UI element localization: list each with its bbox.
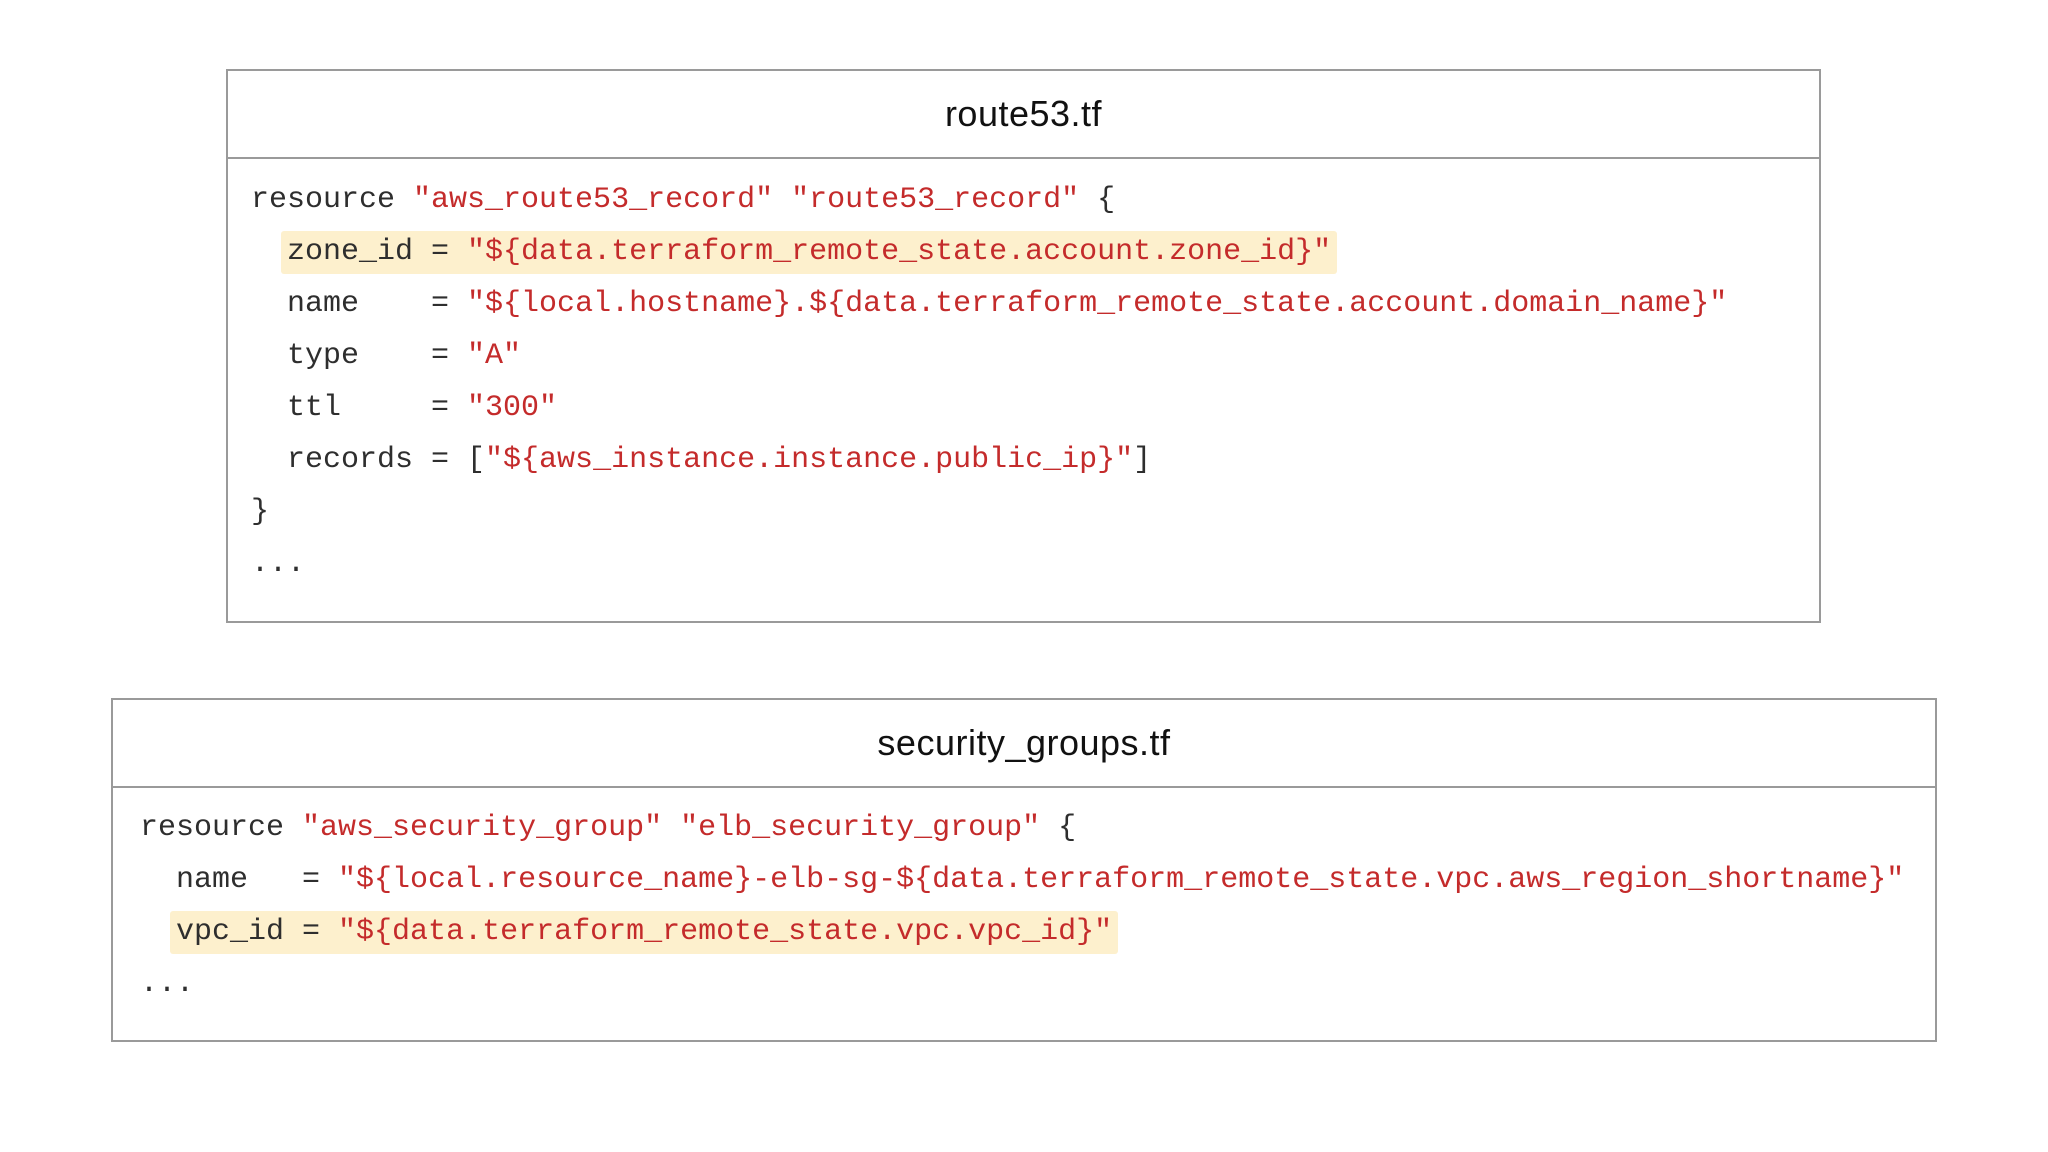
code-line: type = "A" — [251, 330, 1799, 382]
code-plain-token: name = — [140, 863, 339, 897]
file-card-title-security-groups: security_groups.tf — [113, 700, 1935, 788]
code-plain-token — [662, 811, 680, 845]
code-block-security-groups: resource "aws_security_group" "elb_secur… — [113, 788, 1935, 1010]
code-plain-token: name = — [251, 287, 468, 321]
code-plain-token: records = [ — [251, 443, 486, 477]
code-string-token: "${local.hostname}.${data.terraform_remo… — [467, 287, 1728, 321]
code-string-token: "${aws_instance.instance.public_ip}" — [485, 443, 1134, 477]
code-plain-token: ... — [140, 967, 195, 1001]
code-plain-token: resource — [140, 811, 303, 845]
code-line: } — [251, 486, 1799, 538]
code-line: ttl = "300" — [251, 382, 1799, 434]
code-plain-token: { — [1040, 811, 1077, 845]
code-string-token: "aws_route53_record" — [413, 183, 774, 217]
code-line: ... — [140, 958, 1915, 1010]
code-string-token: "${data.terraform_remote_state.account.z… — [467, 235, 1332, 269]
code-line: ... — [251, 538, 1799, 590]
code-string-token: "${data.terraform_remote_state.vpc.vpc_i… — [338, 915, 1113, 949]
code-line: name = "${local.resource_name}-elb-sg-${… — [140, 854, 1915, 906]
file-card-title-route53: route53.tf — [228, 71, 1819, 159]
code-plain-token: type = — [251, 339, 468, 373]
code-plain-token: ... — [251, 547, 306, 581]
code-plain-token: vpc_id = — [176, 915, 339, 949]
code-string-token: "${local.resource_name}-elb-sg-${data.te… — [338, 863, 1905, 897]
code-block-route53: resource "aws_route53_record" "route53_r… — [228, 159, 1819, 590]
code-plain-token: } — [251, 495, 270, 529]
code-highlight: zone_id = "${data.terraform_remote_state… — [281, 231, 1338, 274]
code-plain-token — [773, 183, 791, 217]
code-string-token: "route53_record" — [791, 183, 1080, 217]
code-plain-token: ttl = — [251, 391, 468, 425]
code-plain-token: zone_id = — [287, 235, 468, 269]
code-string-token: "300" — [467, 391, 558, 425]
file-card-route53: route53.tf resource "aws_route53_record"… — [226, 69, 1821, 623]
code-line: records = ["${aws_instance.instance.publ… — [251, 434, 1799, 486]
code-line: resource "aws_route53_record" "route53_r… — [251, 174, 1799, 226]
code-plain-token: ] — [1133, 443, 1152, 477]
file-card-security-groups: security_groups.tf resource "aws_securit… — [111, 698, 1937, 1042]
code-string-token: "elb_security_group" — [680, 811, 1041, 845]
code-line: vpc_id = "${data.terraform_remote_state.… — [140, 906, 1915, 958]
code-string-token: "A" — [467, 339, 522, 373]
code-line: zone_id = "${data.terraform_remote_state… — [251, 226, 1799, 278]
code-line: name = "${local.hostname}.${data.terrafo… — [251, 278, 1799, 330]
code-string-token: "aws_security_group" — [302, 811, 663, 845]
code-plain-token: resource — [251, 183, 414, 217]
code-highlight: vpc_id = "${data.terraform_remote_state.… — [170, 911, 1119, 954]
code-line: resource "aws_security_group" "elb_secur… — [140, 802, 1915, 854]
code-plain-token: { — [1079, 183, 1116, 217]
